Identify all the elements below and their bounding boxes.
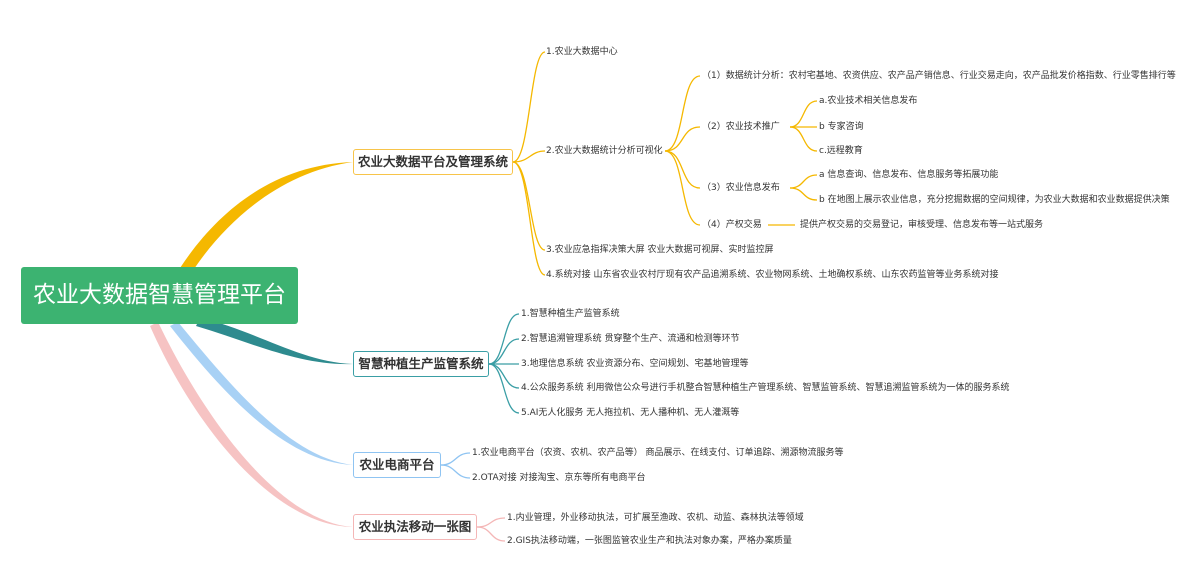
topic-field-enforcement[interactable]: 1.内业管理，外业移动执法，可扩展至渔政、农机、动监、森林执法等领域 (507, 513, 804, 523)
branch-smart-planting[interactable]: 智慧种植生产监管系统 (353, 351, 489, 377)
branch-law-enforcement[interactable]: 农业执法移动一张图 (353, 514, 477, 540)
branch-link-1 (180, 162, 353, 272)
subtopic-data-analysis[interactable]: （1）数据统计分析：农村宅基地、农资供应、农产品产销信息、行业交易走向，农产品批… (702, 71, 1176, 81)
topic-gis[interactable]: 3.地理信息系统 农业资源分布、空间规划、宅基地管理等 (521, 359, 749, 369)
branch-link-2 (196, 318, 353, 365)
topic-gis-mobile[interactable]: 2.GIS执法移动端，一张图监管农业生产和执法对象办案，严格办案质量 (507, 536, 792, 546)
subtopic-property-trade[interactable]: （4）产权交易 (702, 220, 762, 230)
root-topic[interactable]: 农业大数据智慧管理平台 (21, 267, 298, 324)
topic-traceability[interactable]: 2.智慧追溯管理系统 贯穿整个生产、流通和检测等环节 (521, 334, 740, 344)
leaf-info-query[interactable]: a 信息查询、信息发布、信息服务等拓展功能 (819, 170, 999, 180)
subtopic-property-trade-detail[interactable]: 提供产权交易的交易登记，审核受理、信息发布等一站式服务 (800, 220, 1044, 230)
topic-ecommerce-platform[interactable]: 1.农业电商平台（农资、农机、农产品等） 商品展示、在线支付、订单追踪、溯源物流… (472, 448, 844, 458)
subtopic-tech-promotion[interactable]: （2）农业技术推广 (702, 122, 780, 132)
branch-big-data-platform[interactable]: 农业大数据平台及管理系统 (353, 149, 513, 175)
topic-big-data-center[interactable]: 1.农业大数据中心 (546, 47, 618, 57)
topic-ai-service[interactable]: 5.AI无人化服务 无人拖拉机、无人播种机、无人灌溉等 (521, 408, 740, 418)
branch-link-4 (150, 322, 353, 527)
branch-ecommerce[interactable]: 农业电商平台 (353, 452, 441, 478)
topic-statistics-visualization[interactable]: 2.农业大数据统计分析可视化 (546, 146, 663, 156)
subtopic-info-release[interactable]: （3）农业信息发布 (702, 183, 780, 193)
topic-public-service[interactable]: 4.公众服务系统 利用微信公众号进行手机整合智慧种植生产管理系统、智慧监管系统、… (521, 383, 1010, 393)
leaf-map-info[interactable]: b 在地图上展示农业信息，充分挖掘数据的空间规律，为农业大数据和农业数据提供决策 (819, 195, 1170, 205)
topic-system-integration[interactable]: 4.系统对接 山东省农业农村厅现有农产品追溯系统、农业物网系统、土地确权系统、山… (546, 270, 999, 280)
leaf-tech-info[interactable]: a.农业技术相关信息发布 (819, 96, 918, 106)
topic-emergency-screen[interactable]: 3.农业应急指挥决策大屏 农业大数据可视屏、实时监控屏 (546, 245, 774, 255)
leaf-remote-education[interactable]: c.远程教育 (819, 146, 863, 156)
leaf-expert-consult[interactable]: b 专家咨询 (819, 122, 864, 132)
topic-planting-supervision[interactable]: 1.智慧种植生产监管系统 (521, 309, 620, 319)
topic-ota[interactable]: 2.OTA对接 对接淘宝、京东等所有电商平台 (472, 473, 646, 483)
branch-link-3 (170, 322, 353, 465)
